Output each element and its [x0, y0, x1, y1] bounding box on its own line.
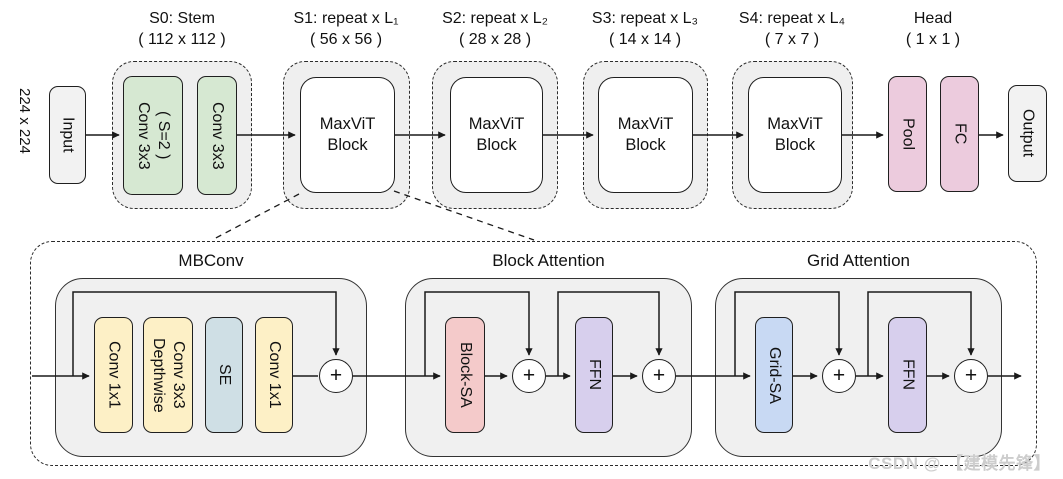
stage-size: ( 7 x 7 ) [764, 31, 820, 48]
se-label: SE [216, 364, 233, 386]
maxvit-block-detail-container [30, 241, 1037, 466]
stage-title: S3: repeat x L₃ [591, 10, 699, 27]
input-box: Input [49, 86, 86, 184]
stage-size: ( 112 x 112 ) [138, 31, 226, 48]
stage-header-s1: S1: repeat x L₁ ( 56 x 56 ) [271, 8, 421, 50]
output-box: Output [1008, 85, 1047, 182]
grid-attention-title: Grid Attention [806, 251, 910, 270]
block-attention-title: Block Attention [492, 251, 605, 270]
stage-title: S4: repeat x L₄ [738, 10, 846, 27]
stage-title: S1: repeat x L₁ [293, 10, 399, 27]
maxvit-block-s3: MaxViT Block [598, 77, 693, 193]
block-sa-label: Block-SA [457, 342, 474, 408]
maxvit-block-s1: MaxViT Block [300, 77, 395, 193]
add-circle-grid-2: + [954, 359, 988, 393]
stage-header-s0: S0: Stem ( 112 x 112 ) [107, 8, 257, 50]
input-label: Input [59, 117, 77, 153]
add-circle-block-1: + [512, 359, 546, 393]
ffn-label-grid: FFN [899, 359, 917, 391]
add-circle-grid-1: + [822, 359, 856, 393]
conv1x1-label-1: Conv 1x1 [105, 341, 123, 409]
stage-size: ( 14 x 14 ) [608, 31, 682, 48]
stage-title: S0: Stem [149, 10, 215, 27]
stem-conv2-label: Conv 3x3 [209, 101, 226, 170]
ffn-box-grid: FFN [888, 317, 927, 433]
add-circle-block-2: + [642, 359, 676, 393]
block-sa-box: Block-SA [445, 317, 485, 433]
conv1x1-label-2: Conv 1x1 [266, 341, 283, 409]
grid-sa-box: Grid-SA [755, 317, 793, 433]
depthwise-conv-label: Depthwise Conv 3x3 [150, 337, 187, 413]
stage-header-head: Head ( 1 x 1 ) [858, 8, 1008, 50]
zoom-callout-lines [211, 190, 535, 241]
mbconv-title: MBConv [178, 251, 244, 270]
fc-label: FC [951, 123, 969, 145]
conv1x1-box-1: Conv 1x1 [94, 317, 133, 433]
watermark: CSDN @ 【建模先锋】 [868, 454, 1051, 473]
stage-header-s2: S2: repeat x L₂ ( 28 x 28 ) [420, 8, 570, 50]
stage-header-s4: S4: repeat x L₄ ( 7 x 7 ) [717, 8, 867, 50]
ffn-label-block: FFN [586, 359, 603, 391]
fc-box: FC [940, 76, 979, 192]
output-label: Output [1019, 109, 1037, 158]
maxvit-block-s4: MaxViT Block [748, 77, 842, 193]
ffn-box-block: FFN [575, 317, 613, 433]
stage-title: Head [913, 10, 953, 27]
stage-size: ( 28 x 28 ) [458, 31, 532, 48]
conv1x1-box-2: Conv 1x1 [255, 317, 293, 433]
stage-header-s3: S3: repeat x L₃ ( 14 x 14 ) [570, 8, 720, 50]
stem-conv1-label: Conv 3x3 ( S=2 ) [135, 101, 172, 170]
stem-conv2-box: Conv 3x3 [197, 76, 237, 195]
flow-arrows [32, 131, 1022, 380]
stage-size: ( 56 x 56 ) [309, 31, 383, 48]
pool-box: Pool [888, 76, 927, 192]
stem-conv1-box: Conv 3x3 ( S=2 ) [123, 76, 183, 195]
se-box: SE [205, 317, 243, 433]
pool-label: Pool [899, 117, 917, 151]
stage-size: ( 1 x 1 ) [905, 31, 961, 48]
input-size-label: 224 x 224 [16, 88, 33, 154]
maxvit-block-s2: MaxViT Block [450, 77, 543, 193]
grid-sa-label: Grid-SA [766, 346, 783, 404]
add-circle-mbconv: + [319, 359, 353, 393]
stage-title: S2: repeat x L₂ [442, 10, 548, 27]
depthwise-conv-box: Depthwise Conv 3x3 [143, 317, 193, 433]
